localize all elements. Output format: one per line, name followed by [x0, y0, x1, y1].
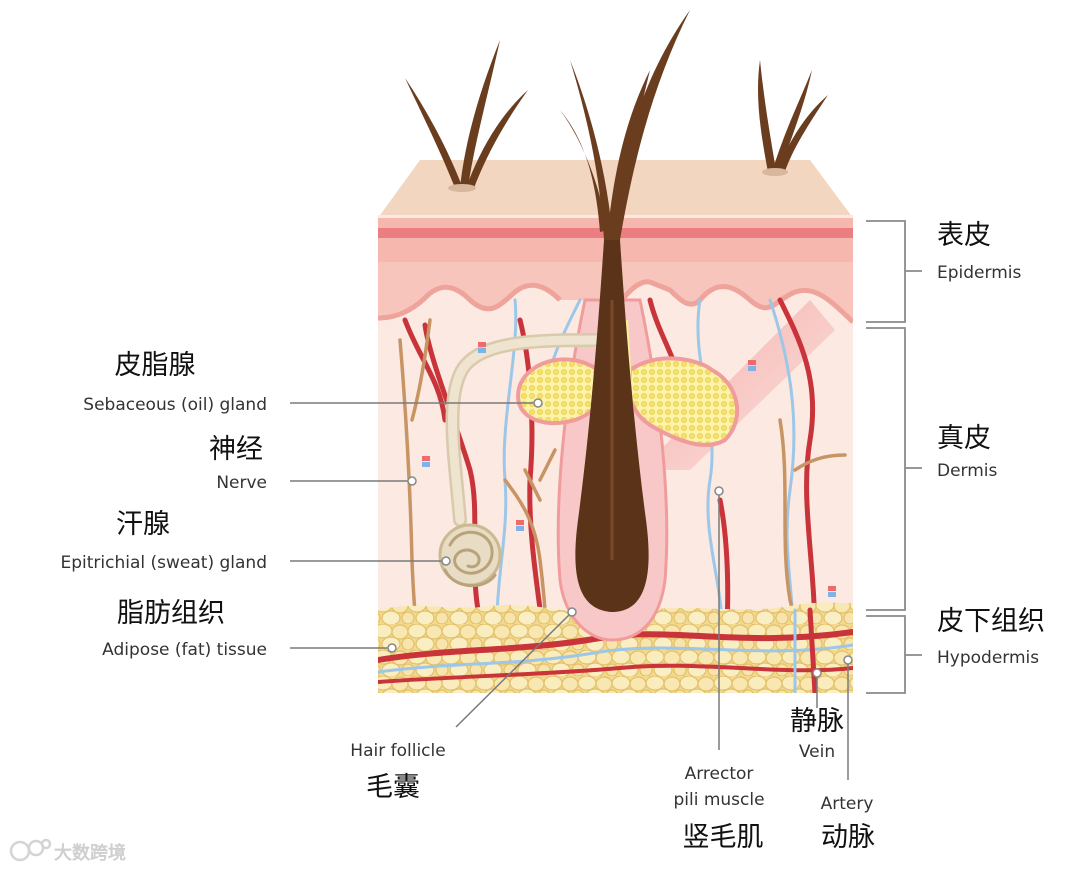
nerve-label-zh: 神经	[209, 434, 263, 465]
vein-label-en: Vein	[799, 742, 835, 762]
epidermis-label-en: Epidermis	[937, 263, 1021, 283]
hypodermis-bracket	[866, 615, 922, 694]
adipose-label-en: Adipose (fat) tissue	[102, 640, 267, 660]
adipose-label-zh: 脂肪组织	[117, 598, 225, 629]
nerve-label-en: Nerve	[216, 473, 267, 493]
skin-block	[378, 10, 853, 693]
epidermis-bracket	[866, 220, 922, 323]
dermis-bracket	[866, 327, 922, 611]
arrector-label-en-1: Arrector	[685, 764, 754, 784]
artery-label-en: Artery	[821, 794, 874, 814]
sweat-gland-label-en: Epitrichial (sweat) gland	[61, 553, 268, 573]
layer-brackets	[866, 220, 922, 694]
sweat-gland-label-zh: 汗腺	[116, 509, 170, 540]
hypodermis-label-zh: 皮下组织	[937, 606, 1045, 637]
vein-label-zh: 静脉	[790, 706, 844, 737]
watermark-logo-icon	[9, 838, 52, 862]
watermark: 大数跨境	[9, 838, 126, 864]
bottom-labels: Hair follicle 毛囊 Arrector pili muscle 竖毛…	[350, 706, 875, 853]
arrector-label-zh: 竖毛肌	[683, 822, 764, 853]
arrector-label-en-2: pili muscle	[673, 790, 764, 810]
left-labels: 皮脂腺 Sebaceous (oil) gland 神经 Nerve 汗腺 Ep…	[61, 350, 268, 660]
watermark-text: 大数跨境	[54, 842, 126, 864]
adipose-layer	[378, 602, 853, 693]
epidermis-label-zh: 表皮	[937, 220, 991, 251]
leader-lines	[290, 402, 849, 780]
hair-strands	[405, 10, 828, 240]
hair-follicle-label-en: Hair follicle	[350, 741, 445, 761]
hypodermis-label-en: Hypodermis	[937, 648, 1039, 668]
dermis-label-en: Dermis	[937, 461, 998, 481]
right-labels: 表皮 Epidermis 真皮 Dermis 皮下组织 Hypodermis	[937, 220, 1045, 668]
sweat-gland	[438, 333, 607, 588]
dermis-label-zh: 真皮	[937, 423, 991, 454]
sebaceous-gland-label-zh: 皮脂腺	[115, 350, 196, 381]
sebaceous-gland-label-en: Sebaceous (oil) gland	[83, 395, 267, 415]
artery-label-zh: 动脉	[821, 822, 875, 853]
leader-dots	[387, 398, 853, 678]
hair-follicle-label-zh: 毛囊	[366, 772, 420, 803]
